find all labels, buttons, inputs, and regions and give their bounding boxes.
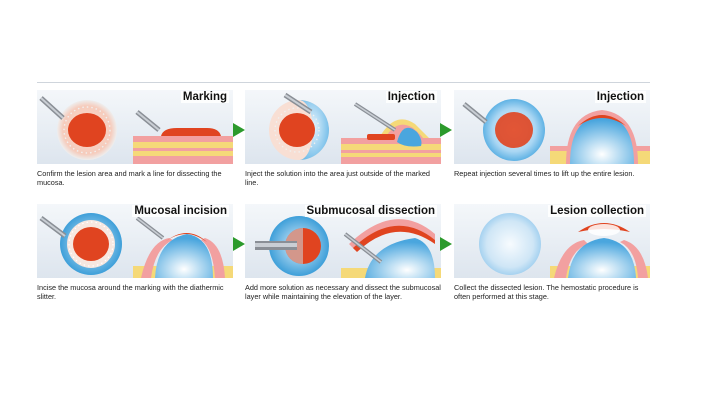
top-divider: [37, 82, 650, 83]
step-title: Mucosal incision: [132, 205, 229, 217]
step-title: Injection: [594, 91, 646, 103]
step-title: Marking: [180, 91, 229, 103]
arrow-right-icon: [233, 237, 245, 251]
arrow-right-icon: [440, 123, 452, 137]
arrow-right-icon: [233, 123, 245, 137]
step-title: Submucosal dissection: [304, 205, 437, 217]
step-description: Collect the dissected lesion. The hemost…: [454, 283, 639, 301]
step-injection-1-illustration: [245, 90, 441, 164]
step-description: Incise the mucosa around the marking wit…: [37, 283, 224, 301]
step-description: Confirm the lesion area and mark a line …: [37, 169, 222, 187]
step-description: Repeat injection several times to lift u…: [454, 169, 635, 178]
step-injection-2-illustration: [454, 90, 650, 164]
step-title: Lesion collection: [548, 205, 646, 217]
step-description: Add more solution as necessary and disse…: [245, 283, 441, 301]
step-title: Injection: [385, 91, 437, 103]
arrow-right-icon: [440, 237, 452, 251]
step-description: Inject the solution into the area just o…: [245, 169, 430, 187]
